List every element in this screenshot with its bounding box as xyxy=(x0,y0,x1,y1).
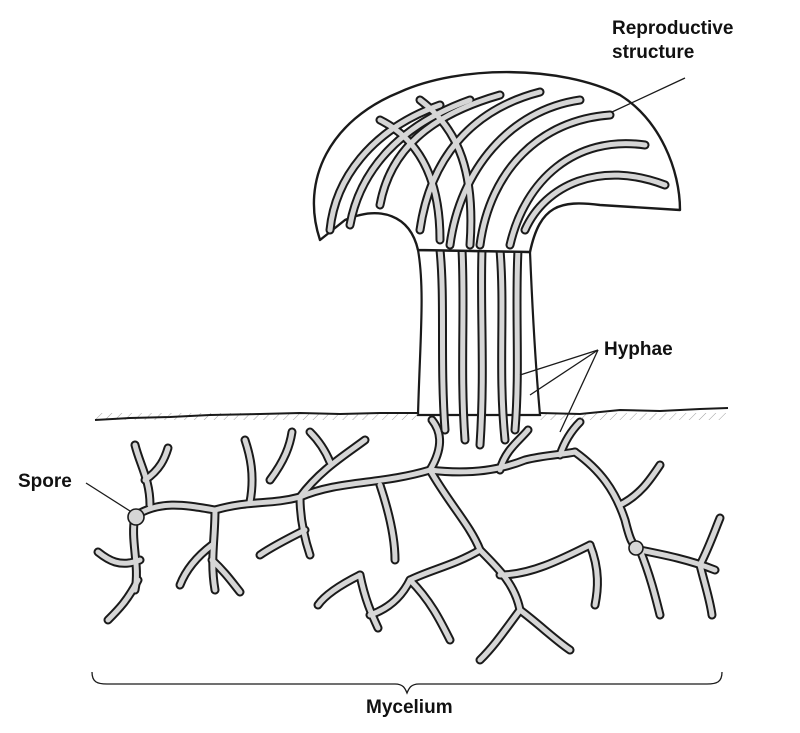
soil-surface xyxy=(94,407,729,421)
mycelium-network xyxy=(93,415,725,665)
label-reproductive-line1: Reproductive xyxy=(612,18,734,39)
leader-hyphae-1 xyxy=(519,349,599,376)
stalk xyxy=(416,245,542,450)
cap xyxy=(312,70,682,254)
leader-hyphae-2 xyxy=(529,349,599,396)
spore-circle-right xyxy=(628,540,644,556)
label-mycelium: Mycelium xyxy=(366,697,453,718)
mycelium-brace xyxy=(91,671,723,695)
leader-lines xyxy=(85,77,723,695)
leader-spore xyxy=(85,482,131,512)
leader-hyphae-3 xyxy=(559,349,599,433)
spore-circle xyxy=(127,508,145,526)
leader-reproductive xyxy=(611,77,686,113)
label-hyphae: Hyphae xyxy=(604,339,673,360)
label-spore: Spore xyxy=(18,471,72,492)
label-reproductive-line2: structure xyxy=(612,42,695,63)
